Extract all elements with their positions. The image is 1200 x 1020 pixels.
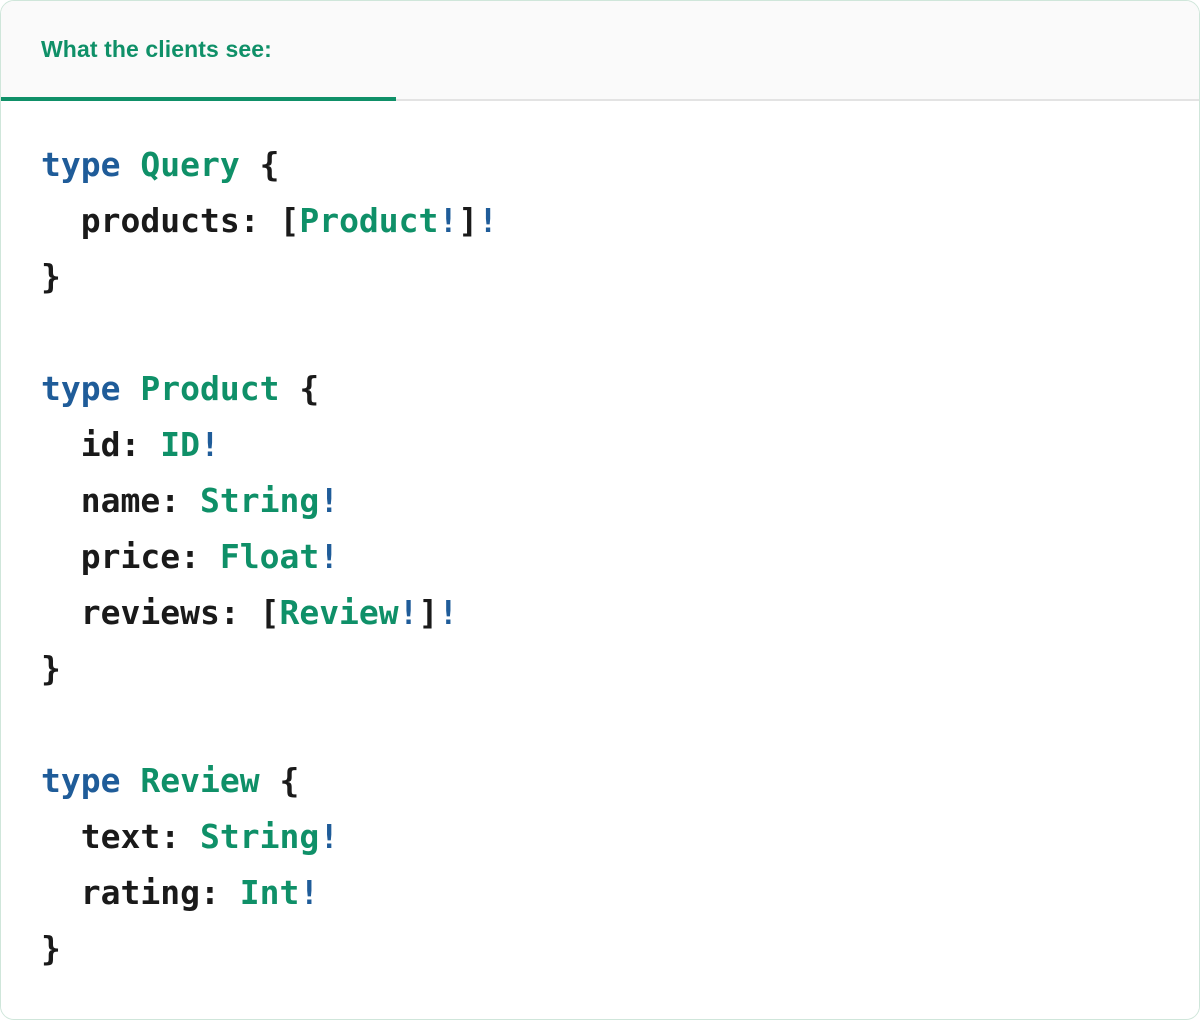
code-token-plain: [41, 425, 81, 464]
code-token-keyword: type: [41, 369, 121, 408]
code-token-bang: !: [438, 593, 459, 632]
code-token-plain: [41, 873, 81, 912]
code-token-bang: !: [319, 817, 340, 856]
code-token-punct: [: [259, 593, 280, 632]
card-header: What the clients see:: [1, 1, 1199, 101]
code-line: id: ID!: [41, 417, 1159, 473]
code-token-field: name: [80, 481, 161, 520]
code-token-type: Review: [279, 593, 399, 632]
tab-label: What the clients see:: [41, 35, 272, 62]
code-body: type Query { products: [Product!]! } typ…: [1, 101, 1199, 1017]
code-line: products: [Product!]!: [41, 193, 1159, 249]
code-token-bang: !: [200, 425, 220, 464]
code-token-field: id: [80, 425, 121, 464]
code-token-plain: [41, 201, 81, 240]
code-token-field: products: [80, 201, 240, 240]
code-token-keyword: type: [41, 145, 121, 184]
code-line: rating: Int!: [41, 865, 1159, 921]
code-token-punct: :: [160, 817, 200, 856]
code-token-plain: [41, 593, 81, 632]
tab-what-the-clients-see[interactable]: What the clients see:: [1, 1, 396, 101]
code-token-type: Review: [140, 761, 260, 800]
code-token-plain: [279, 369, 299, 408]
code-line: type Query {: [41, 137, 1159, 193]
code-token-plain: [41, 817, 81, 856]
code-token-type: String: [199, 481, 320, 520]
code-line: text: String!: [41, 809, 1159, 865]
code-token-type: Float: [219, 537, 320, 576]
code-token-bang: !: [398, 593, 419, 632]
code-token-type: String: [199, 817, 320, 856]
code-token-bang: !: [319, 537, 340, 576]
code-token-field: text: [80, 817, 161, 856]
code-line: [41, 305, 1159, 361]
code-token-punct: {: [279, 761, 300, 800]
code-token-punct: }: [41, 257, 61, 296]
code-token-punct: }: [41, 649, 61, 688]
code-token-punct: :: [180, 537, 220, 576]
code-line: type Product {: [41, 361, 1159, 417]
code-token-bang: !: [438, 201, 459, 240]
code-token-field: reviews: [80, 593, 220, 632]
code-line: }: [41, 249, 1159, 305]
code-token-type: Product: [299, 201, 439, 240]
code-line: }: [41, 641, 1159, 697]
code-token-punct: }: [41, 929, 61, 968]
code-token-type: Int: [239, 873, 300, 912]
code-token-punct: [: [279, 201, 300, 240]
code-line: type Review {: [41, 753, 1159, 809]
code-line: price: Float!: [41, 529, 1159, 585]
code-token-bang: !: [478, 201, 499, 240]
code-token-punct: ]: [418, 593, 439, 632]
code-token-punct: {: [299, 369, 320, 408]
code-line: [41, 697, 1159, 753]
code-token-bang: !: [299, 873, 320, 912]
code-token-type: ID: [160, 425, 200, 464]
code-token-type: Product: [140, 369, 280, 408]
code-token-field: price: [80, 537, 181, 576]
code-token-plain: [41, 537, 81, 576]
graphql-schema-code[interactable]: type Query { products: [Product!]! } typ…: [41, 137, 1159, 977]
code-token-keyword: type: [41, 761, 121, 800]
code-token-plain: [260, 761, 280, 800]
code-token-plain: [120, 761, 140, 800]
code-line: }: [41, 921, 1159, 977]
code-token-punct: :: [160, 481, 200, 520]
code-line: reviews: [Review!]!: [41, 585, 1159, 641]
code-token-plain: [120, 145, 140, 184]
code-line: name: String!: [41, 473, 1159, 529]
code-token-plain: [41, 481, 81, 520]
code-token-punct: :: [120, 425, 161, 464]
code-token-type: Query: [140, 145, 240, 184]
code-token-punct: :: [239, 201, 280, 240]
code-token-plain: [120, 369, 140, 408]
code-token-field: rating: [80, 873, 200, 912]
code-token-punct: ]: [458, 201, 479, 240]
code-token-punct: :: [219, 593, 260, 632]
code-token-punct: :: [199, 873, 240, 912]
code-token-bang: !: [319, 481, 340, 520]
code-token-punct: {: [259, 145, 280, 184]
code-token-plain: [240, 145, 260, 184]
